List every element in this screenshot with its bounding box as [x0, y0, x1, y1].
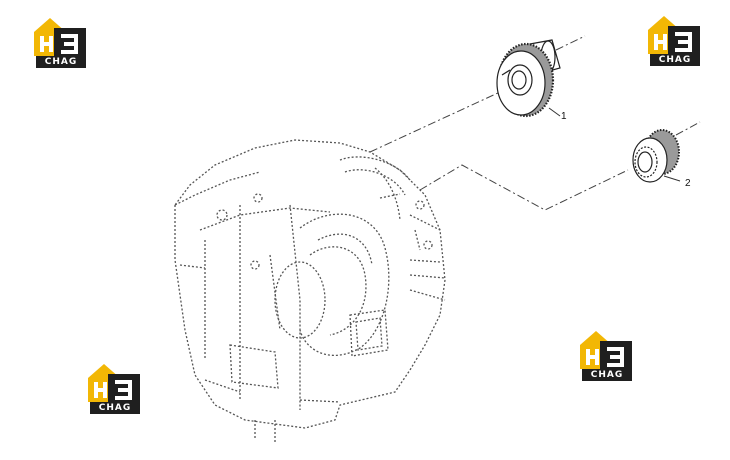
h3-chag-logo: CHAG — [646, 14, 702, 68]
logo-text: CHAG — [90, 402, 140, 414]
callout-label-1: 1 — [561, 111, 567, 122]
coupling-part-2 — [632, 129, 680, 183]
callout-label-2: 2 — [685, 178, 691, 189]
h3-chag-logo: CHAG — [86, 362, 142, 416]
logo-text: CHAG — [582, 369, 632, 381]
h3-chag-logo: CHAG — [32, 16, 88, 70]
h3-chag-logo-icon — [88, 364, 140, 402]
gear-part-1 — [496, 39, 561, 118]
h3-chag-logo-icon — [580, 331, 632, 369]
transmission-housing — [174, 139, 446, 442]
logo-text: CHAG — [36, 56, 86, 68]
center-lines — [369, 35, 701, 211]
logo-text: CHAG — [650, 54, 700, 66]
h3-chag-logo-icon — [648, 16, 700, 54]
callout-leaders — [548, 107, 681, 182]
h3-chag-logo-icon — [34, 18, 86, 56]
h3-chag-logo: CHAG — [578, 329, 634, 383]
